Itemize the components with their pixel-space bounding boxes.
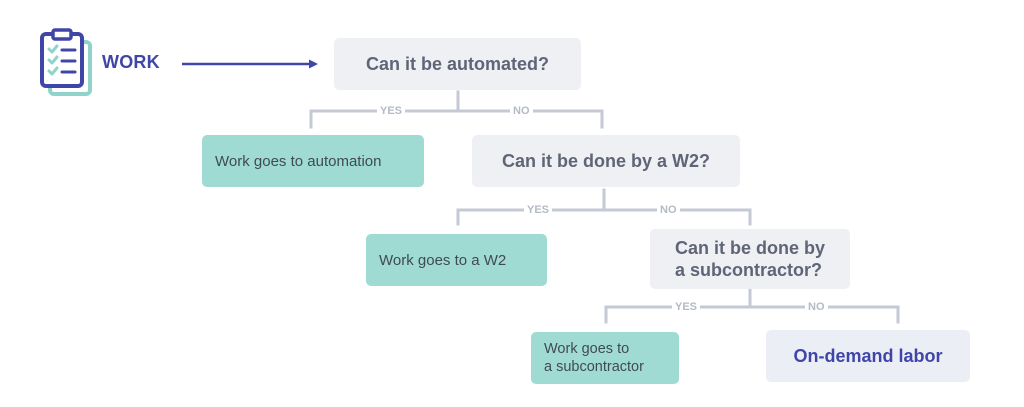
branch-yes-label: YES <box>672 301 701 313</box>
final-on-demand-labor: On-demand labor <box>766 330 970 382</box>
outcome-w2: Work goes to a W2 <box>366 234 547 286</box>
question-subcontractor: Can it be done by a subcontractor? <box>650 229 850 289</box>
clipboard-checklist-icon <box>38 28 96 100</box>
branch-no-label: NO <box>510 105 533 117</box>
branch-no-label: NO <box>657 204 680 216</box>
branch-no-label: NO <box>805 301 828 313</box>
outcome-automation: Work goes to automation <box>202 135 424 187</box>
question-w2: Can it be done by a W2? <box>472 135 740 187</box>
start-label: WORK <box>102 52 160 72</box>
outcome-subcontractor: Work goes to a subcontractor <box>531 332 679 384</box>
branch-yes-label: YES <box>524 204 553 216</box>
question-automated: Can it be automated? <box>334 38 581 90</box>
branch-yes-label: YES <box>377 105 406 117</box>
